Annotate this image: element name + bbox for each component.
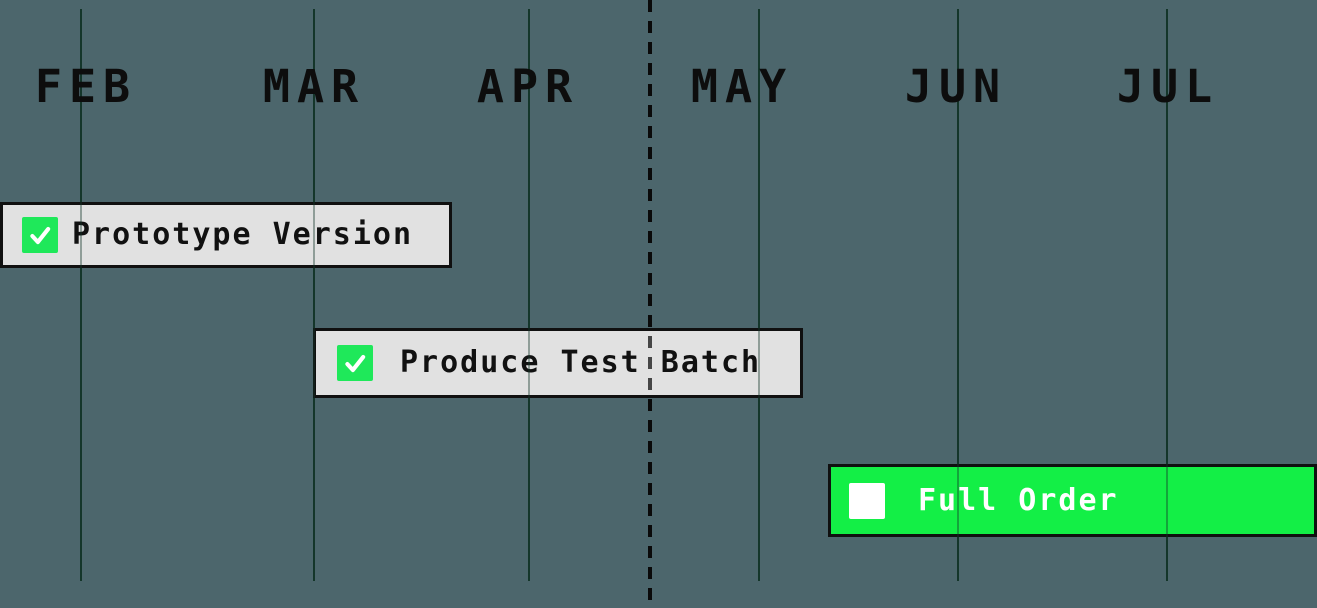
task-checkbox[interactable] [22, 217, 58, 253]
task-checkbox[interactable] [337, 345, 373, 381]
checkmark-icon [345, 354, 366, 373]
month-gridline [80, 9, 82, 581]
month-gridline [313, 9, 315, 581]
task-checkbox[interactable] [849, 482, 885, 519]
task-label: Full Order [918, 482, 1119, 518]
month-gridline [957, 9, 959, 581]
checkmark-icon [30, 226, 51, 245]
task-bar[interactable]: Produce Test Batch [313, 328, 803, 398]
task-bar[interactable]: Full Order [828, 464, 1317, 537]
task-bar[interactable]: Prototype Version [0, 202, 452, 268]
month-gridline [758, 9, 760, 581]
month-gridline [1166, 9, 1168, 581]
month-gridline [528, 9, 530, 581]
task-label: Prototype Version [72, 217, 414, 252]
task-label: Produce Test Batch [400, 345, 762, 380]
